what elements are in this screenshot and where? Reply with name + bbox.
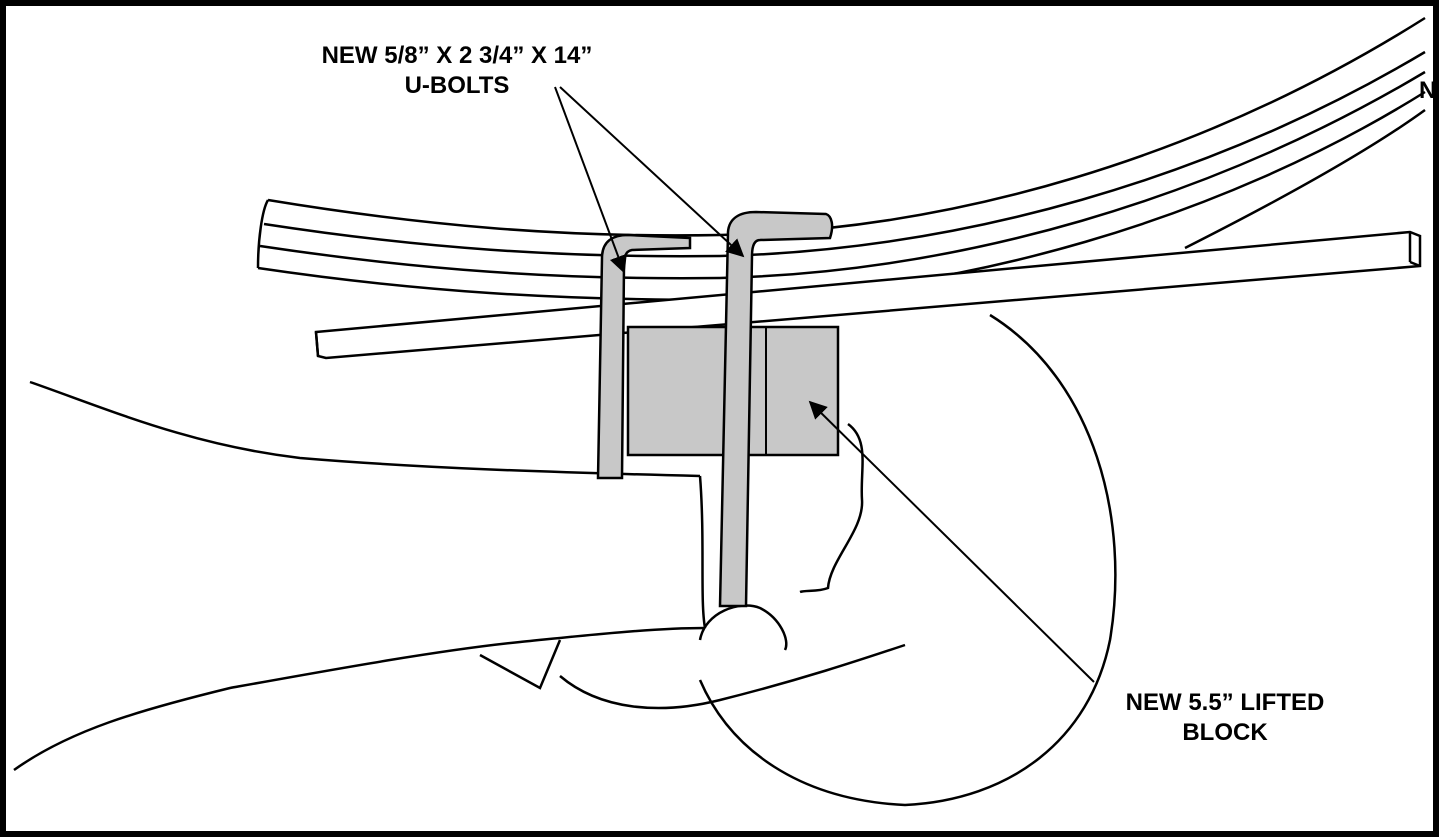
block-leader (808, 400, 1095, 683)
spring-plate-bar (314, 230, 1422, 360)
wheel-outline (698, 313, 1117, 807)
lift-block-callout-line2: BLOCK (1182, 719, 1268, 746)
u-bolts-callout: NEW 5/8” X 2 3/4” X 14” U-BOLTS (262, 41, 652, 101)
lift-block-callout: NEW 5.5” LIFTED BLOCK (1060, 688, 1390, 748)
u-bolts-callout-line1: NEW 5/8” X 2 3/4” X 14” (321, 42, 593, 69)
axle-housing-outline (13, 380, 906, 772)
u-bolts-callout-line2: U-BOLTS (404, 72, 510, 99)
u-bolt-right (718, 210, 834, 608)
ubolt-leader-right (559, 86, 745, 258)
cropped-edge-callout: N (1419, 77, 1437, 104)
ubolt-leader-left (554, 86, 627, 274)
wheel-upper-arc (1184, 108, 1426, 250)
lift-block-callout-line1: NEW 5.5” LIFTED (1125, 689, 1325, 716)
